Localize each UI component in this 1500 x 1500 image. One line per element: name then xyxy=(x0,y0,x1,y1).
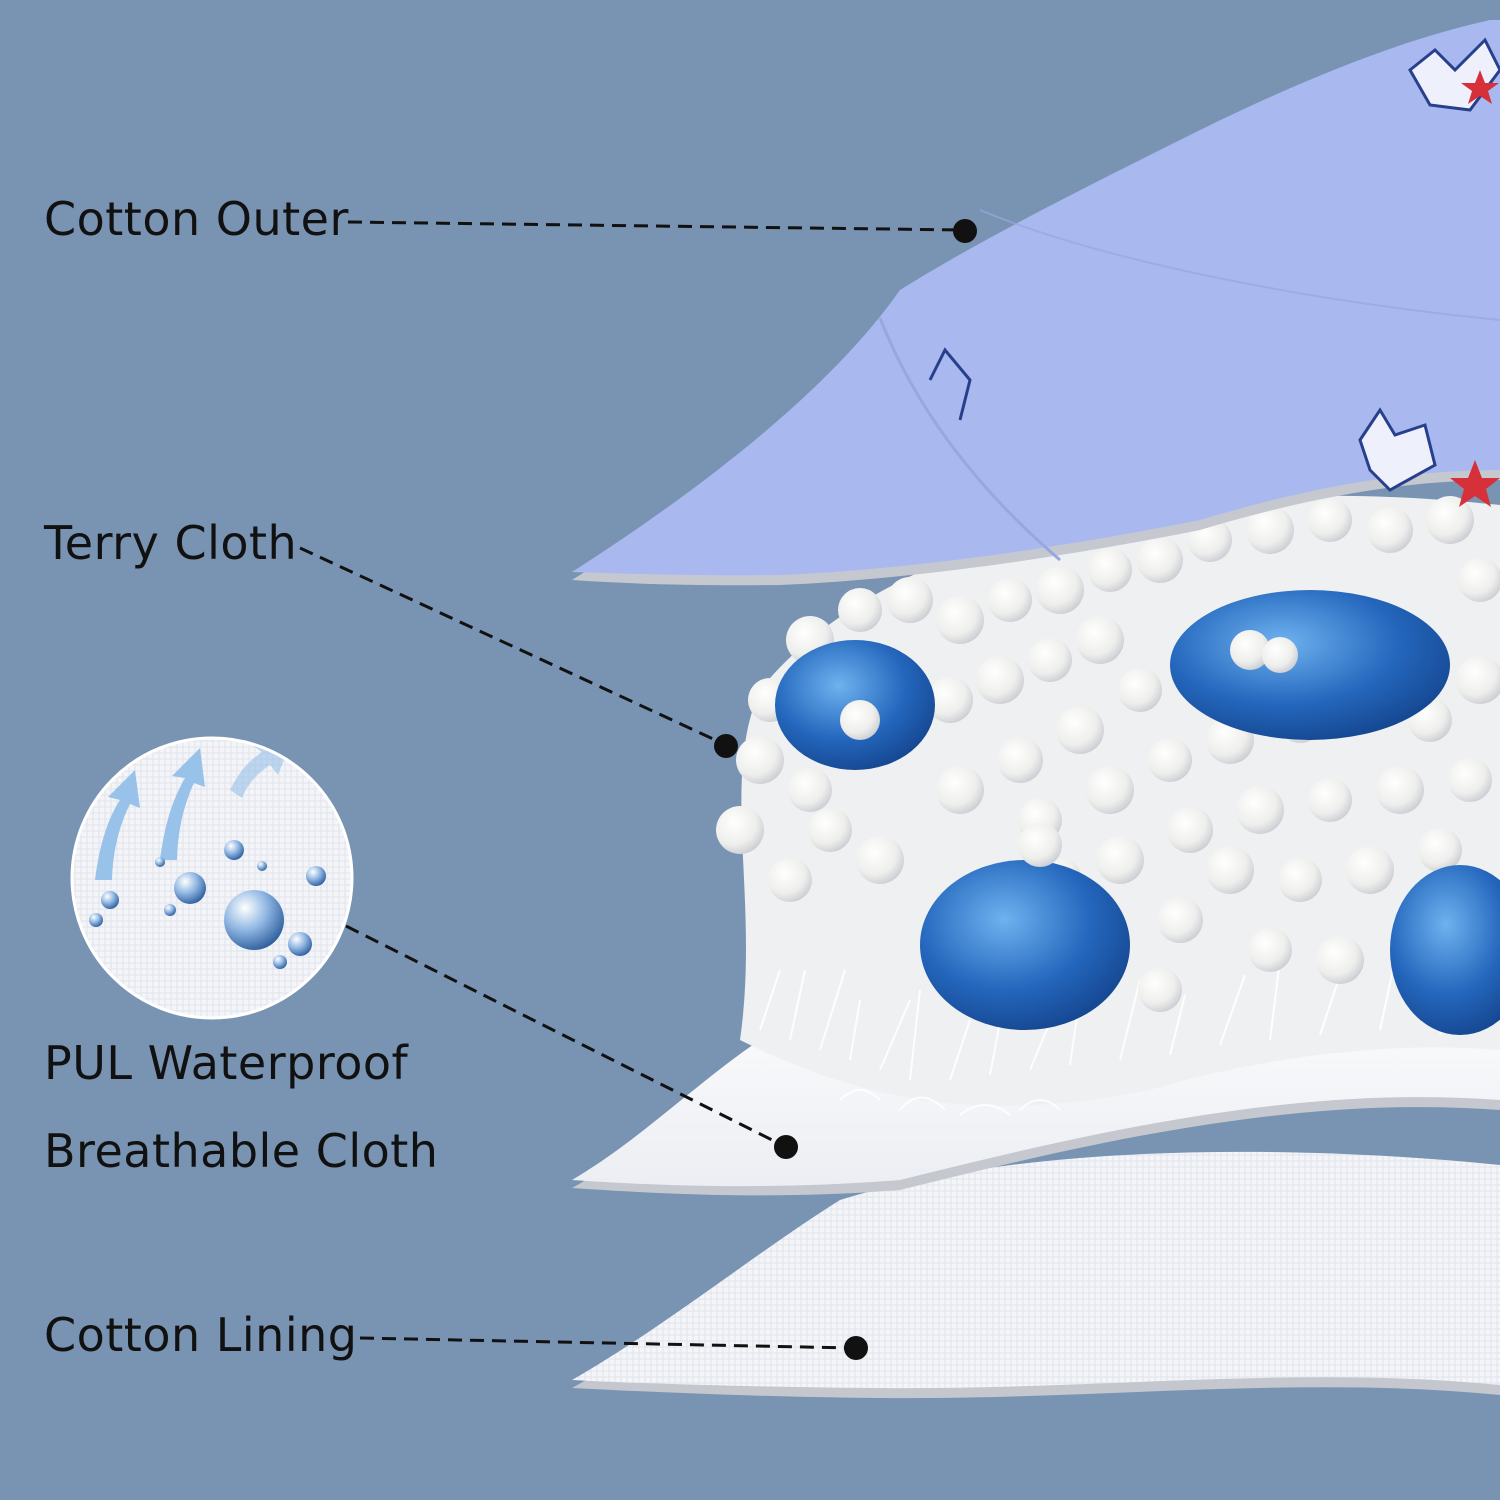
leader-dot-cotton-outer xyxy=(953,219,977,243)
terry-cloth-layer xyxy=(716,495,1500,1116)
label-cotton-lining: Cotton Lining xyxy=(44,1308,358,1362)
pul-detail-inset xyxy=(70,736,354,1020)
leader-line-terry-cloth xyxy=(299,546,725,746)
leader-lines xyxy=(299,220,963,1350)
leader-dot-pul xyxy=(774,1135,798,1159)
waterproof-droplets-icon xyxy=(89,840,326,969)
cotton-outer-layer xyxy=(572,20,1500,586)
label-cotton-outer: Cotton Outer xyxy=(44,192,349,246)
gel-beads xyxy=(775,590,1500,1035)
leader-line-cotton-lining xyxy=(359,1336,855,1350)
leader-line-pul xyxy=(345,924,785,1148)
leader-dot-cotton-lining xyxy=(844,1336,868,1360)
leader-dot-terry-cloth xyxy=(714,734,738,758)
label-breathable-cloth: Breathable Cloth xyxy=(44,1124,439,1178)
leader-dots xyxy=(714,219,977,1360)
terry-fibers xyxy=(759,959,1461,1116)
label-pul-waterproof: PUL Waterproof xyxy=(44,1036,409,1090)
leader-line-cotton-outer xyxy=(347,220,963,232)
cotton-lining-layer xyxy=(572,1151,1500,1399)
label-terry-cloth: Terry Cloth xyxy=(44,516,298,570)
star-icon xyxy=(1450,70,1500,507)
